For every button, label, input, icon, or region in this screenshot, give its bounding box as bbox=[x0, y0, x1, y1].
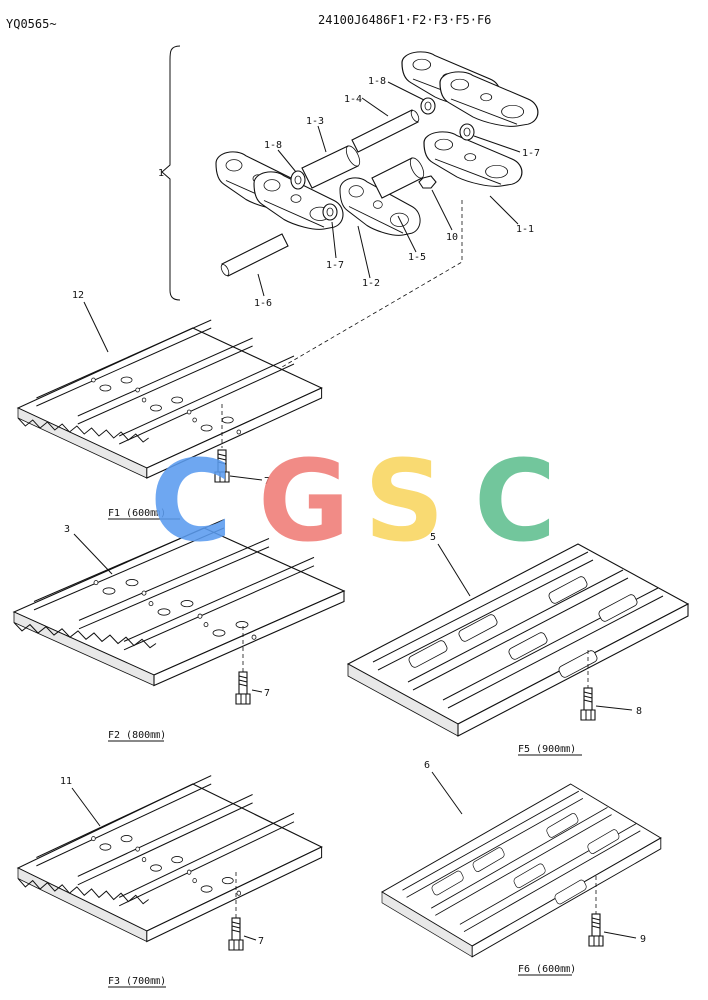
callout-1-7-left: 1-7 bbox=[326, 260, 344, 271]
bolt-7-f3 bbox=[228, 917, 244, 951]
callout-1-2: 1-2 bbox=[362, 278, 380, 289]
shoe-f5: 5 8 F5 (900㎜) bbox=[347, 532, 689, 756]
watermark-letter-c1: C bbox=[150, 437, 232, 567]
caption-f5: F5 (900㎜) bbox=[518, 744, 576, 755]
callout-8: 8 bbox=[636, 706, 642, 717]
part-number-header: 24100J6486F1·F2·F3·F5·F6 bbox=[318, 13, 491, 27]
ring-1-8-upper-hole bbox=[424, 101, 432, 111]
callout-1-6: 1-6 bbox=[254, 298, 272, 309]
callout-1-4: 1-4 bbox=[344, 94, 362, 105]
callout-9: 9 bbox=[640, 934, 646, 945]
callout-7-f3: 7 bbox=[258, 936, 264, 947]
seal-1-7-upper-hole bbox=[463, 127, 471, 137]
pin-1-6 bbox=[220, 233, 289, 277]
callout-3: 3 bbox=[64, 524, 70, 535]
caption-f2: F2 (800㎜) bbox=[108, 730, 166, 741]
callout-12: 12 bbox=[72, 290, 84, 301]
shoe-f1: 12 7 F1 (600㎜) bbox=[17, 290, 323, 520]
track-link-assembly: 1 bbox=[158, 45, 540, 403]
watermark-letter-g: G bbox=[258, 437, 350, 567]
assembly-bracket bbox=[161, 45, 181, 301]
callout-assembly: 1 bbox=[158, 168, 164, 179]
callout-1-1: 1-1 bbox=[516, 224, 534, 235]
callout-7-f2: 7 bbox=[264, 688, 270, 699]
callout-6: 6 bbox=[424, 760, 430, 771]
nut-10 bbox=[418, 175, 437, 189]
pin-1-4 bbox=[351, 109, 420, 153]
watermark-logo: C G S C bbox=[150, 437, 556, 567]
caption-f1: F1 (600㎜) bbox=[108, 508, 166, 519]
shoe-f2: 3 7 F2 (800㎜) bbox=[13, 519, 345, 742]
shoe-f6: 6 9 F6 (600㎜) bbox=[381, 760, 662, 976]
link-1-1 bbox=[423, 131, 523, 187]
bolt-8-f5 bbox=[580, 687, 596, 721]
ring-1-8-left-hole bbox=[294, 175, 302, 185]
callout-7-f1: 7 bbox=[264, 476, 270, 487]
seal-1-7-left-hole bbox=[326, 207, 334, 217]
callout-1-8-left: 1-8 bbox=[264, 140, 282, 151]
bolt-7-f2 bbox=[235, 671, 251, 705]
callout-11: 11 bbox=[60, 776, 72, 787]
watermark-letter-s: S bbox=[364, 437, 445, 567]
shoe-f3: 11 7 F3 (700㎜) bbox=[17, 775, 323, 988]
watermark-letter-c2: C bbox=[474, 437, 556, 567]
serial-number: YQ0565~ bbox=[6, 17, 57, 31]
caption-f6: F6 (600㎜) bbox=[518, 964, 576, 975]
callout-5: 5 bbox=[430, 532, 436, 543]
callout-1-5: 1-5 bbox=[408, 252, 426, 263]
bushing-1-3 bbox=[301, 145, 361, 189]
callout-1-7-right: 1-7 bbox=[522, 148, 540, 159]
callout-1-8-upper: 1-8 bbox=[368, 76, 386, 87]
bushing-1-5 bbox=[371, 157, 425, 199]
callout-10: 10 bbox=[446, 232, 458, 243]
callout-1-3: 1-3 bbox=[306, 116, 324, 127]
bolt-9-f6 bbox=[588, 913, 604, 947]
caption-f3: F3 (700㎜) bbox=[108, 976, 166, 987]
